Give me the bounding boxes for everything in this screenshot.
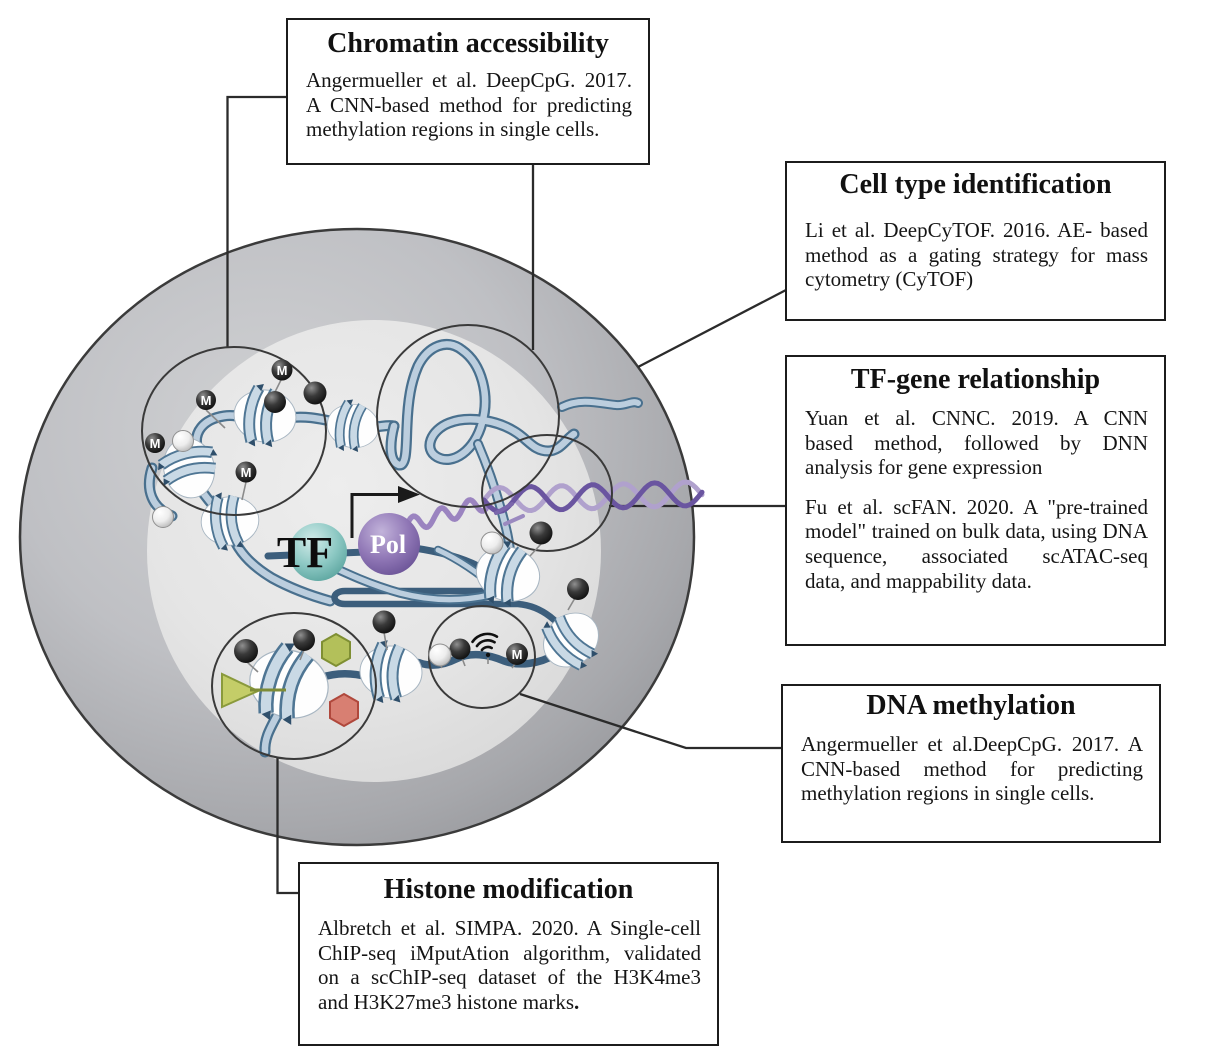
svg-text:M: M	[150, 436, 161, 451]
svg-text:M: M	[241, 465, 252, 480]
svg-text:Pol: Pol	[370, 530, 406, 559]
svg-text:TF: TF	[277, 528, 333, 577]
svg-text:M: M	[277, 363, 288, 378]
svg-text:M: M	[512, 647, 523, 662]
svg-text:M: M	[201, 393, 212, 408]
